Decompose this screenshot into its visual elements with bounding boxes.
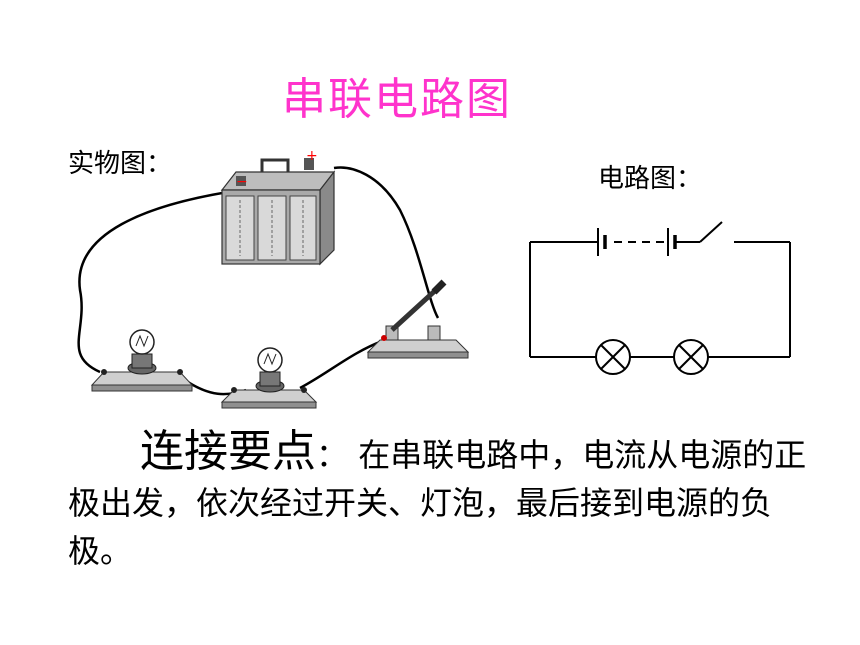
wire-bulb2-to-switch (299, 338, 386, 390)
switch-blade (699, 221, 723, 243)
key-points-colon: ： (316, 436, 349, 474)
circuit-schematic (529, 221, 791, 375)
circuit-diagram-label: 电路图： (598, 164, 703, 194)
bulb-1 (90, 329, 194, 392)
key-points-text: 在串联电路中，电流从电源的正极出发，依次经过开关、灯泡，最后接到电源的负极。 (68, 436, 807, 570)
lamp-symbol-1 (595, 339, 631, 375)
battery: + − (220, 148, 336, 266)
bulb-2 (220, 347, 318, 409)
lamp-symbol-2 (673, 339, 709, 375)
physical-diagram-label: 实物图： (68, 149, 173, 179)
page-title: 串联电路图 (282, 74, 512, 125)
wire-battery-to-bulb1 (77, 190, 229, 374)
battery-negative-sign: − (236, 174, 248, 190)
key-points-heading: 连接要点 (140, 426, 316, 477)
knife-switch (366, 279, 470, 359)
key-points-paragraph: 连接要点： 在串联电路中，电流从电源的正极出发，依次经过开关、灯泡，最后接到电源… (68, 428, 808, 575)
physical-diagram: + − (77, 148, 470, 409)
wire-switch-to-battery (333, 166, 440, 319)
battery-positive-sign: + (306, 148, 318, 164)
